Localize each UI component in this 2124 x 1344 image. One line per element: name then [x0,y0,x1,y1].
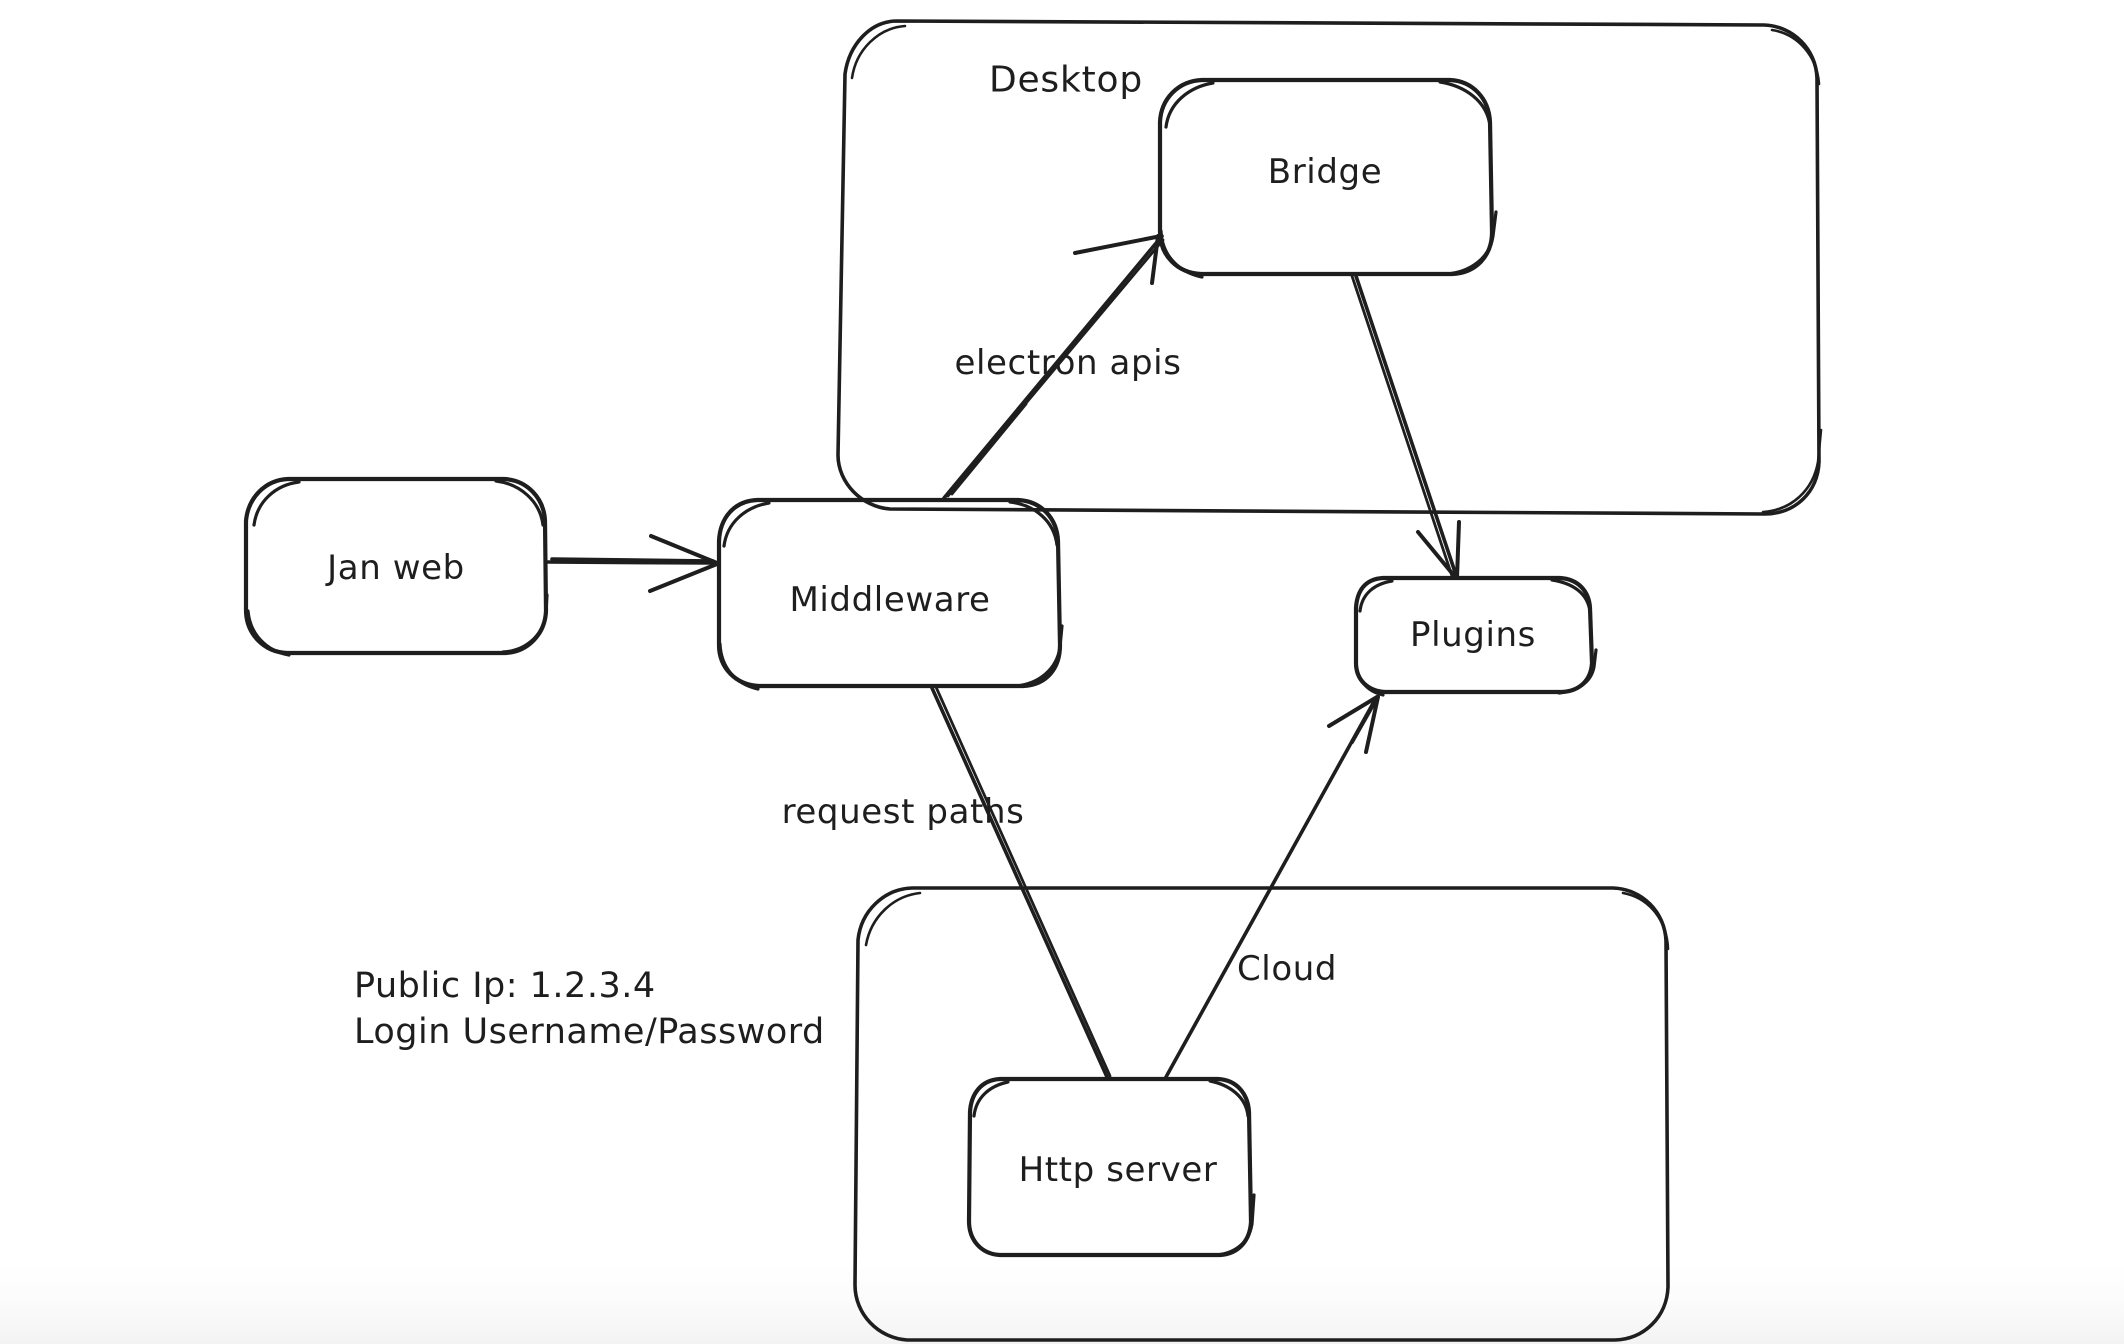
desktop-container-label: Desktop [988,59,1144,101]
edge-middleware-to-bridge[interactable] [942,234,1165,500]
plugins-box-outline[interactable] [1353,575,1598,697]
jan-web-box-outline[interactable] [243,476,549,657]
edge-http-server-to-plugins[interactable] [1164,695,1380,1079]
middleware-box-outline[interactable] [716,497,1064,691]
http-server-box-outline[interactable] [966,1076,1256,1258]
edge-bridge-to-plugins[interactable] [1350,274,1461,580]
edge-middleware-to-http-server[interactable] [930,685,1112,1079]
edge-jan-web-to-middleware[interactable] [546,534,719,593]
electron-apis-edge-label: electron apis [954,343,1182,383]
credentials-note: Public Ip: 1.2.3.4 Login Username/Passwo… [354,963,825,1055]
bridge-box-outline[interactable] [1157,77,1498,279]
request-paths-edge-label: request paths [781,792,1025,832]
cloud-container-label: Cloud [1236,949,1338,989]
public-ip-note-line: Public Ip: 1.2.3.4 [354,966,656,1006]
desktop-container-outline[interactable] [836,19,1823,516]
cloud-container-outline[interactable] [853,886,1670,1342]
login-note-line: Login Username/Password [354,1012,825,1053]
